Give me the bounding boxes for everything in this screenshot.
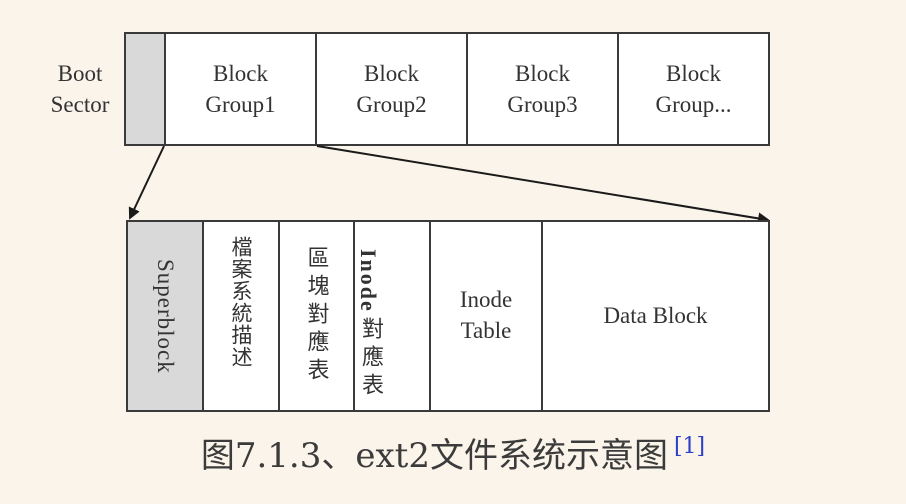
boot-sector-block — [124, 32, 166, 146]
inode-table-cell: Inode Table — [429, 220, 543, 412]
inode-bitmap-label-tail: 對應表 — [359, 316, 384, 401]
block-group-1-label: Block Group1 — [205, 61, 276, 117]
block-bitmap-label: 區塊對應表 — [304, 246, 330, 386]
inode-bitmap-label-head: Inode — [356, 249, 381, 313]
figure-caption: 图7.1.3、ext2文件系统示意图[1] — [0, 428, 906, 477]
data-block-cell: Data Block — [541, 220, 770, 412]
arrow-to-data-block — [316, 145, 770, 225]
figure-caption-text: 图7.1.3、ext2文件系统示意图 — [200, 436, 668, 476]
arrow-to-superblock — [128, 145, 165, 220]
data-block-label: Data Block — [603, 303, 708, 328]
block-group-more: Block Group... — [617, 32, 770, 146]
inode-bitmap-cell: Inode 對應表 — [353, 220, 431, 412]
reference-link[interactable]: [1] — [673, 434, 706, 459]
block-bitmap-cell: 區塊對應表 — [278, 220, 355, 412]
inode-table-label: Inode Table — [459, 287, 513, 343]
boot-sector-label: Boot Sector — [50, 61, 110, 117]
superblock-cell: Superblock — [126, 220, 204, 412]
block-group-2-label: Block Group2 — [356, 61, 427, 117]
superblock-label: Superblock — [153, 258, 178, 374]
fs-descriptor-cell: 檔案系統描述 — [202, 220, 280, 412]
block-group-3: Block Group3 — [466, 32, 619, 146]
block-group-2: Block Group2 — [315, 32, 468, 146]
fs-descriptor-label: 檔案系統描述 — [229, 236, 253, 368]
block-group-3-label: Block Group3 — [507, 61, 578, 117]
block-group-more-label: Block Group... — [655, 61, 732, 117]
